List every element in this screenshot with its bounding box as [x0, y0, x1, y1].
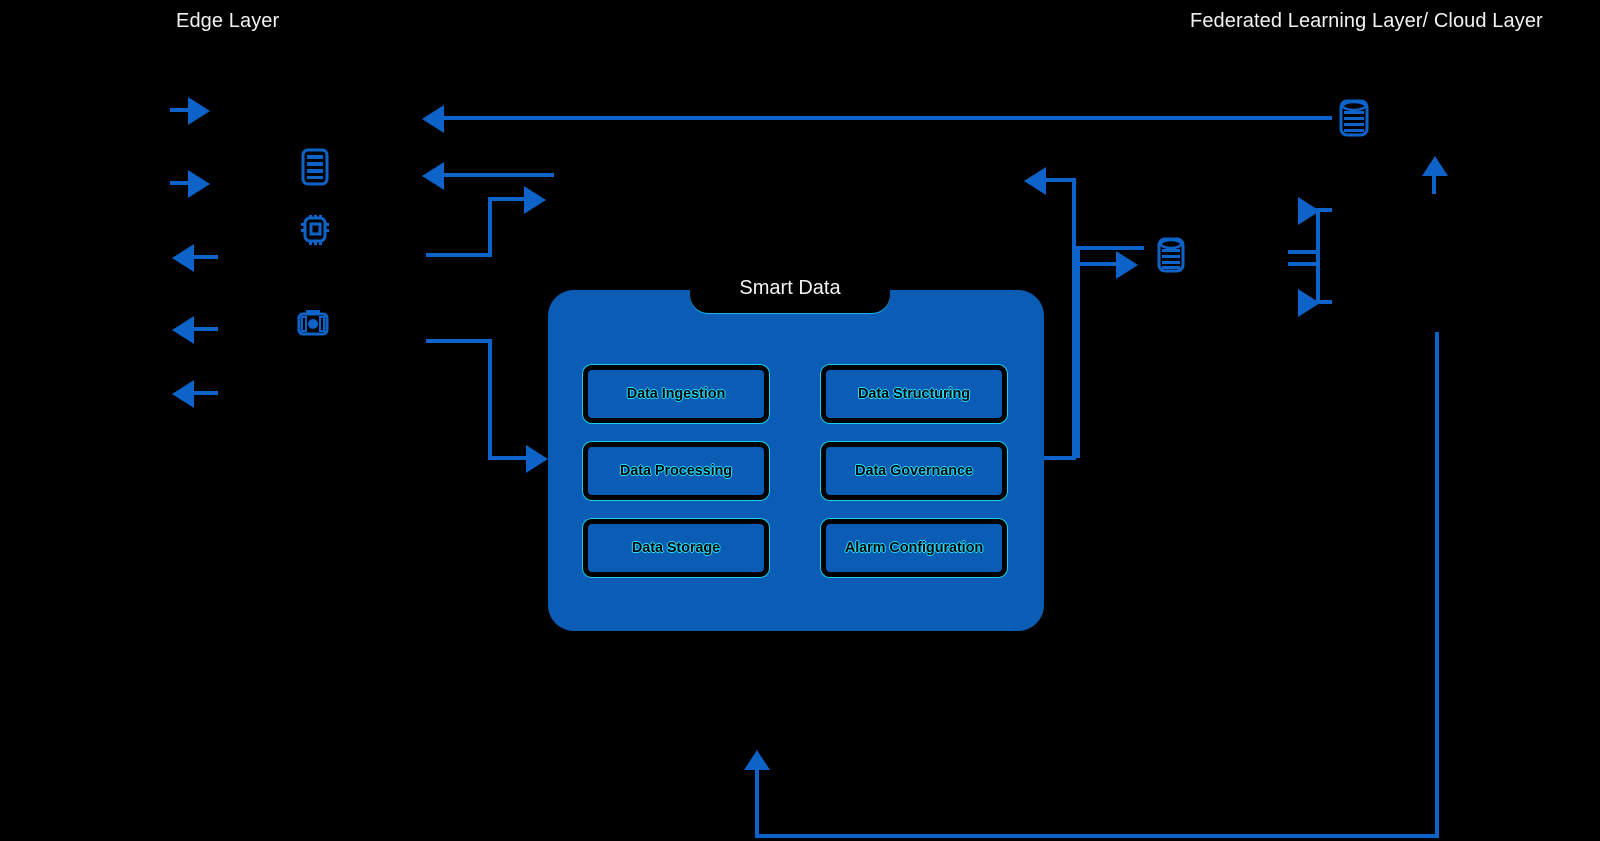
edge-arrow-1-shaft [170, 108, 196, 112]
upper-step-head [524, 186, 546, 214]
cell-label: Data Storage [631, 540, 721, 556]
edge-arrow-1-head [188, 97, 210, 125]
cell-label: Data Processing [619, 463, 733, 479]
feedback-right-vertical [1435, 332, 1439, 838]
mid-return-shaft [440, 173, 554, 177]
splitter-in-lower [1288, 262, 1320, 266]
splitter-out-down-shaft [1316, 300, 1332, 304]
cell-label: Alarm Configuration [844, 540, 984, 556]
cloud-to-edge-top-shaft [440, 116, 1332, 120]
cell-data-processing[interactable]: Data Processing [583, 442, 769, 500]
lower-step-h-lower [488, 456, 530, 460]
cell-label: Data Structuring [858, 386, 970, 402]
mid-return-head [422, 162, 444, 190]
edge-arrow-2-head [188, 170, 210, 198]
feedback-left-vertical [755, 768, 759, 836]
panel-egress-v-db [1076, 250, 1080, 458]
cloud-layer-label: Federated Learning Layer/ Cloud Layer [1190, 10, 1543, 32]
panel-egress-db-head [1116, 251, 1138, 279]
upper-step-h-lower [426, 253, 492, 257]
edge-arrow-5-shaft [192, 391, 218, 395]
far-right-up-head [1422, 156, 1448, 176]
cell-label: Data Governance [855, 463, 973, 479]
panel-egress-db-upper-shaft [1076, 246, 1144, 250]
edge-arrow-2-shaft [170, 181, 196, 185]
splitter-out-up-shaft [1316, 208, 1332, 212]
panel-egress-to-up-arrow [1044, 178, 1076, 182]
panel-egress-db-lower-shaft [1076, 262, 1120, 266]
lower-step-h-upper [426, 339, 492, 343]
database-icon-mid-right [1156, 236, 1186, 274]
lower-step-head [526, 445, 548, 473]
cell-data-structuring[interactable]: Data Structuring [821, 365, 1007, 423]
feedback-bottom-horizontal [755, 834, 1439, 838]
far-right-up-shaft [1432, 172, 1436, 194]
cell-alarm-configuration[interactable]: Alarm Configuration [821, 519, 1007, 577]
smart-data-title: Smart Data [739, 277, 841, 299]
panel-egress-h [1044, 456, 1076, 460]
cell-data-storage[interactable]: Data Storage [583, 519, 769, 577]
edge-layer-label: Edge Layer [176, 10, 280, 32]
panel-egress-v-up [1072, 178, 1076, 460]
smart-data-cell-grid: Data Ingestion Data Structuring Data Pro… [583, 365, 1007, 577]
camera-icon [297, 310, 329, 338]
splitter-in-upper [1288, 250, 1320, 254]
upper-step-v [488, 197, 492, 257]
splitter-out-up-head [1298, 197, 1320, 225]
panel-egress-up-head [1024, 167, 1046, 195]
microchip-icon [301, 215, 329, 245]
feedback-head [744, 750, 770, 770]
upper-step-h-upper [488, 197, 528, 201]
splitter-out-down-head [1298, 289, 1320, 317]
edge-arrow-3-shaft [192, 255, 218, 259]
smart-data-notch [690, 283, 890, 313]
splitter-trunk [1316, 208, 1320, 304]
server-rack-icon [300, 148, 330, 186]
lower-step-v [488, 339, 492, 460]
edge-arrow-3-head [172, 244, 194, 272]
edge-arrow-5-head [172, 380, 194, 408]
cloud-to-edge-top-head [422, 105, 444, 133]
edge-arrow-4-shaft [192, 327, 218, 331]
cell-label: Data Ingestion [626, 386, 726, 402]
edge-arrow-4-head [172, 316, 194, 344]
cell-data-governance[interactable]: Data Governance [821, 442, 1007, 500]
cell-data-ingestion[interactable]: Data Ingestion [583, 365, 769, 423]
database-icon-top-right [1338, 98, 1370, 138]
